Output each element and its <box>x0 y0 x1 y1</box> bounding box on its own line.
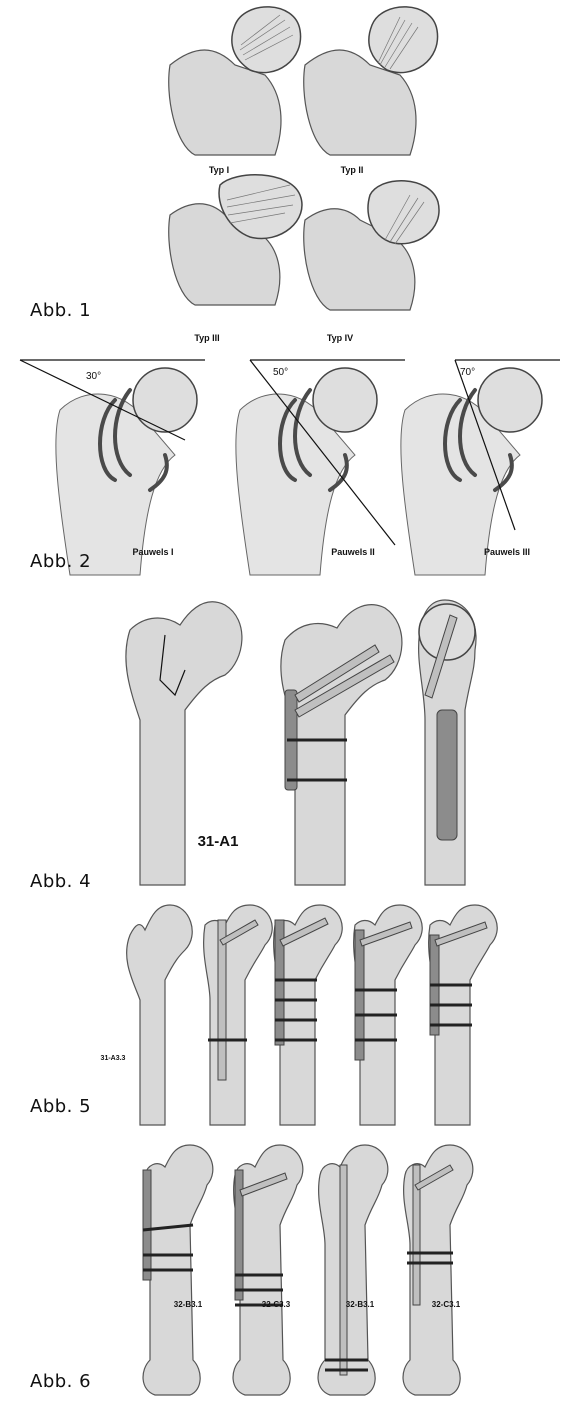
femur-31-a3-3-plate-3 <box>429 905 498 1125</box>
femur-plate-fixation-ap <box>281 605 402 885</box>
caption-typ-i: Typ I <box>194 165 244 175</box>
femur-32-c3-1-nail <box>403 1145 473 1395</box>
caption-31-a1: 31-A1 <box>188 833 248 850</box>
caption-32-b3-1-first: 32-B3.1 <box>163 1300 213 1309</box>
femur-32-c3-3-plate <box>233 1145 303 1395</box>
angle-label-70: 70° <box>460 367 475 378</box>
figure-4: 31-A1 Abb. 4 <box>0 595 566 890</box>
femur-plate-fixation-lateral <box>419 600 476 885</box>
femoral-neck-fracture-types-illustration <box>0 0 566 345</box>
figure-5: 31-A3.3 Abb. 5 <box>0 900 566 1130</box>
caption-pauwels-iii: Pauwels III <box>472 547 542 557</box>
figure-label-abb-1: Abb. 1 <box>30 300 91 321</box>
caption-pauwels-ii: Pauwels II <box>318 547 388 557</box>
femur-typ-iv <box>304 181 439 310</box>
femur-typ-ii <box>304 7 438 155</box>
figure-label-abb-6: Abb. 6 <box>30 1371 91 1392</box>
femur-pauwels-ii <box>236 360 405 575</box>
caption-pauwels-i: Pauwels I <box>118 547 188 557</box>
caption-typ-iii: Typ III <box>182 333 232 343</box>
angle-label-50: 50° <box>273 367 288 378</box>
caption-typ-iv: Typ IV <box>315 333 365 343</box>
figure-1: Typ I Typ II Typ III Typ IV Abb. 1 <box>0 0 566 345</box>
caption-32-b3-1-second: 32-B3.1 <box>335 1300 385 1309</box>
fracture-32-osteosynthesis-illustration <box>0 1140 566 1404</box>
caption-32-c3-3: 32-C3.3 <box>251 1300 301 1309</box>
figure-6: 32-B3.1 32-C3.3 32-B3.1 32-C3.1 Abb. 6 <box>0 1140 566 1404</box>
femur-pauwels-i <box>20 360 205 575</box>
figure-label-abb-4: Abb. 4 <box>30 871 91 892</box>
femur-31-a3-3-plate-1 <box>274 905 343 1125</box>
femur-31-a3-3-fracture <box>127 905 193 1125</box>
caption-typ-ii: Typ II <box>327 165 377 175</box>
figure-label-abb-2: Abb. 2 <box>30 551 91 572</box>
figure-2: 30° 50° 70° Pauwels I Pauwels II Pauwels… <box>0 355 566 585</box>
femur-32-b3-1-nail <box>318 1145 388 1395</box>
femur-typ-i <box>169 7 301 155</box>
fracture-31-a1-osteosynthesis-illustration <box>0 595 566 890</box>
femur-32-b3-1-plate <box>143 1145 213 1395</box>
femur-pauwels-iii <box>401 360 560 575</box>
femur-31-a3-3-nail <box>204 905 273 1125</box>
caption-32-c3-1: 32-C3.1 <box>421 1300 471 1309</box>
femur-31-a3-3-plate-2 <box>354 905 423 1125</box>
femur-typ-iii <box>169 175 302 305</box>
angle-label-30: 30° <box>86 371 101 382</box>
caption-31-a3-3: 31-A3.3 <box>93 1055 133 1062</box>
figure-label-abb-5: Abb. 5 <box>30 1096 91 1117</box>
